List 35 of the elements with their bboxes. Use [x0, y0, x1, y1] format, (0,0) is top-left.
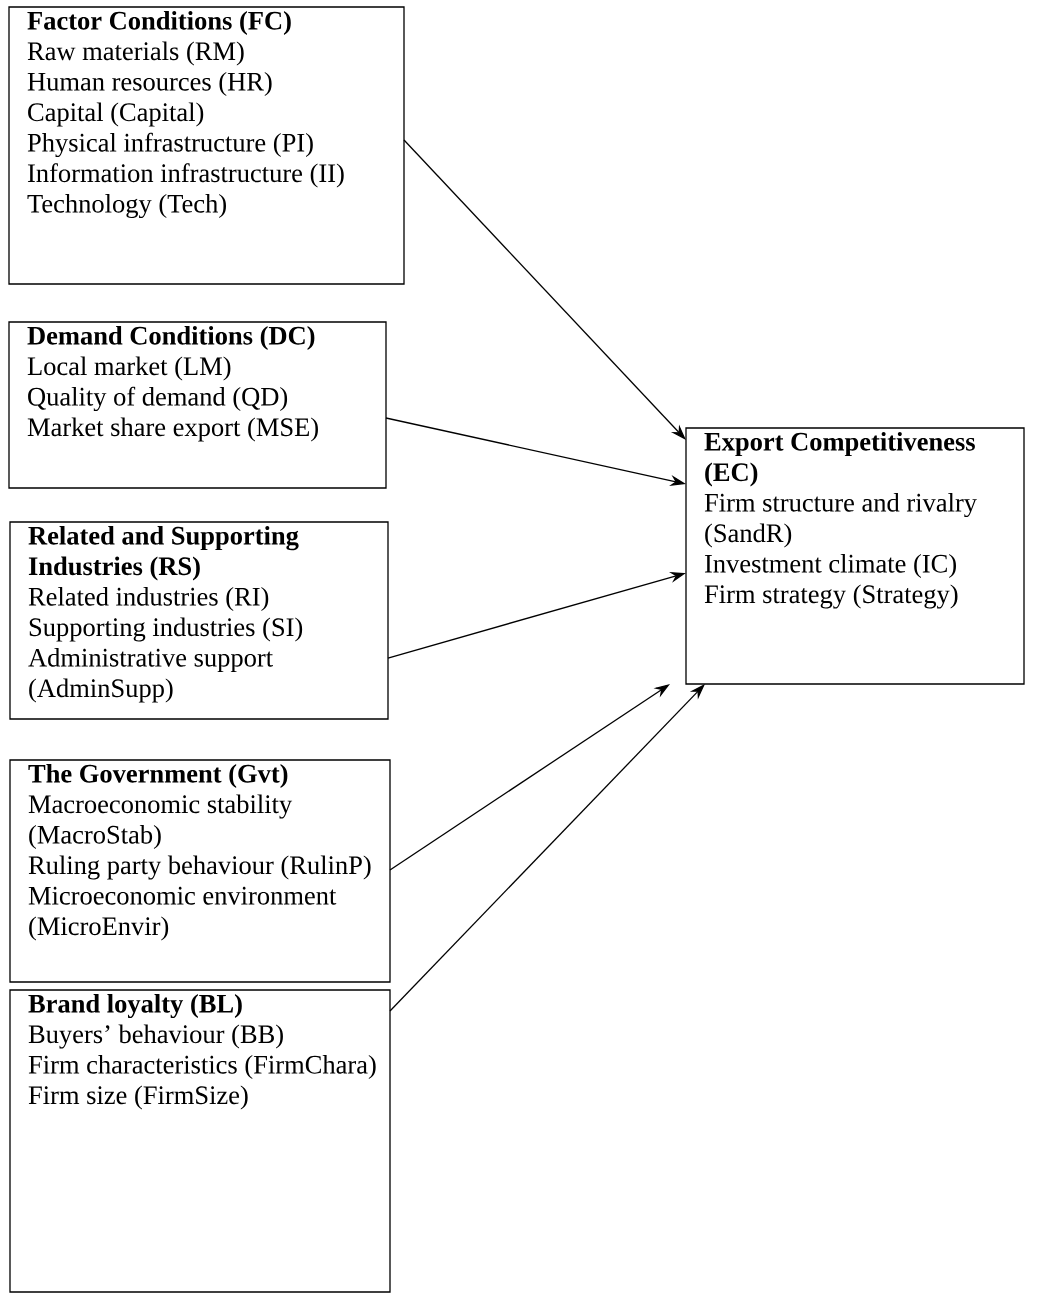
factor-item: Microeconomic environment (MicroEnvir) [28, 886, 337, 941]
factor-item: Firm structure and rivalry (SandR) [704, 493, 977, 548]
factor-item: Capital (Capital) [28, 102, 204, 127]
factor-item: Firm size (FirmSize) [28, 1085, 248, 1110]
factor-item: Information infrastructure (II) [27, 163, 344, 188]
factor-item: Macroeconomic stability (MacroStab) [28, 794, 293, 850]
factor-box [9, 989, 391, 1293]
factor-item: Supporting industries (SI) [29, 617, 303, 642]
factor-box [9, 521, 389, 720]
factor-item: Investment climate (IC) [704, 554, 956, 579]
factor-item: Firm characteristics (FirmChara) [28, 1055, 376, 1080]
arrow [389, 684, 705, 1012]
factor-item: Local market (LM) [27, 356, 231, 381]
factor-item: Physical infrastructure (PI) [27, 132, 313, 158]
factor-box [8, 6, 405, 285]
box-heading: The Government (Gvt) [28, 764, 288, 789]
factor-box [8, 321, 387, 489]
box-heading: Related and Supporting Industries (RS) [28, 526, 299, 581]
arrow [403, 139, 686, 440]
factor-box [685, 427, 1025, 685]
box-heading: Demand Conditions (DC) [27, 326, 315, 351]
factor-item: Quality of demand (QD) [28, 386, 288, 412]
factor-item: Human resources (HR) [27, 72, 272, 97]
factor-item: Related industries (RI) [28, 587, 269, 612]
factor-item: Technology (Tech) [27, 194, 226, 219]
factor-item: Administrative support (AdminSupp) [28, 648, 273, 703]
factor-item: Market share export (MSE) [27, 417, 318, 442]
box-heading: Factor Conditions (FC) [27, 11, 291, 36]
factor-item: Buyers’ behaviour (BB) [28, 1024, 283, 1049]
factor-item: Raw materials (RM) [27, 41, 244, 66]
factor-box [9, 759, 391, 983]
box-heading: Export Competitiveness (EC) [704, 432, 975, 487]
factor-item: Firm strategy (Strategy) [704, 584, 958, 609]
box-heading: Brand loyalty (BL) [28, 994, 242, 1019]
factor-item: Ruling party behaviour (RulinP) [28, 855, 371, 880]
